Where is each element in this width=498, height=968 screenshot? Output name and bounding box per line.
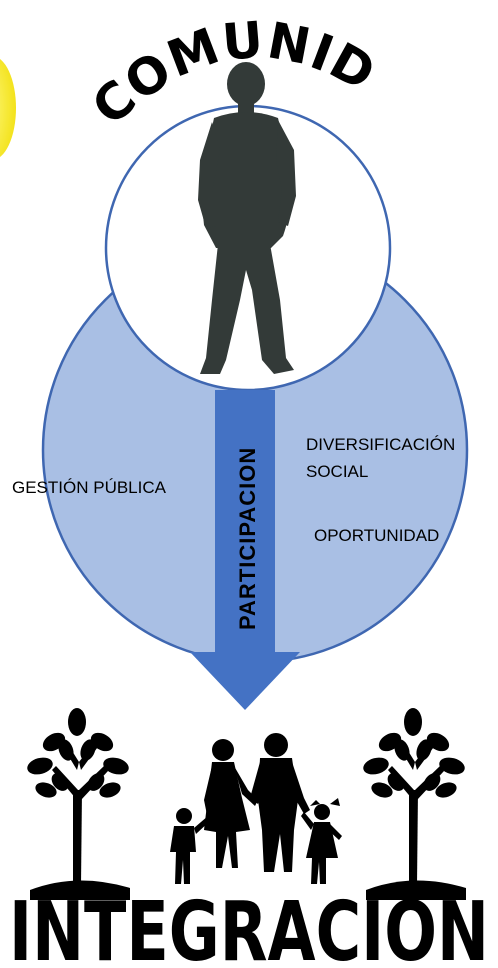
sun-icon [0, 58, 16, 158]
left-label: GESTIÓN PÚBLICA [12, 478, 167, 497]
participation-arrow [190, 390, 300, 710]
tree-left-icon [27, 708, 130, 900]
man-silhouette-icon [198, 62, 296, 374]
tree-right-icon [363, 708, 466, 900]
right-label-opportunity: OPORTUNIDAD [314, 526, 439, 545]
family-silhouette-icon [170, 733, 342, 884]
bottom-title: INTEGRACIÓN [9, 883, 489, 968]
arrow-label: PARTICIPACION [235, 447, 260, 630]
right-label-line-1: DIVERSIFICACIÓN [306, 435, 455, 454]
right-label-line-2: SOCIAL [306, 462, 368, 481]
